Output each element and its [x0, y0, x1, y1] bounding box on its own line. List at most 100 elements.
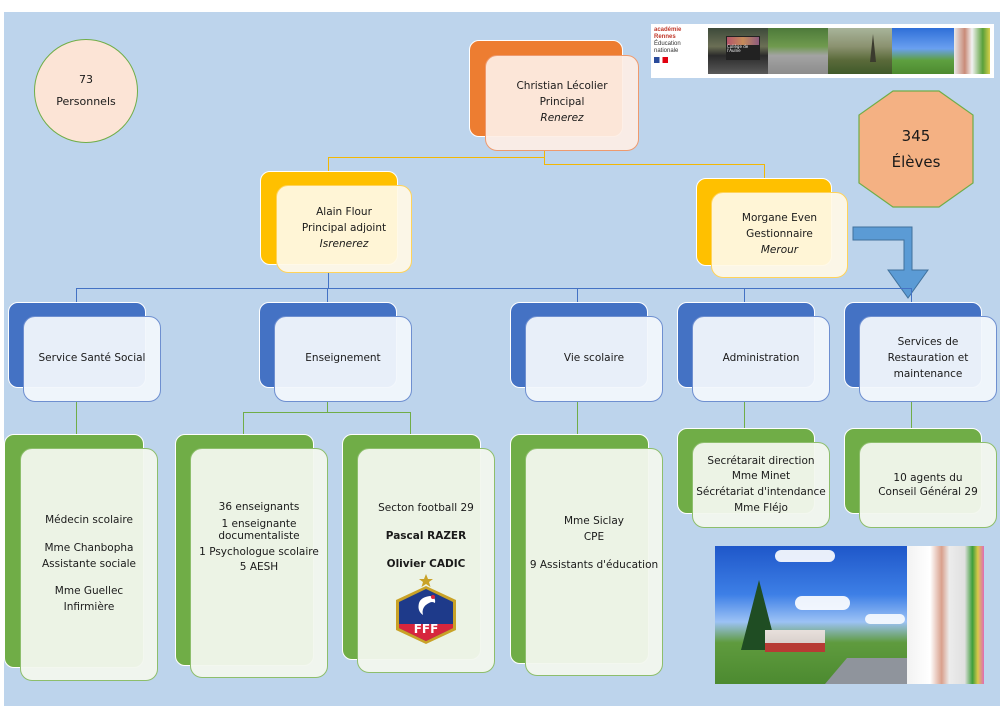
connector-dept-3: [577, 288, 578, 302]
connector-departments-h: [76, 288, 912, 289]
academie-logo: académie Rennes Éducation nationale: [654, 27, 706, 75]
college-sign: Collège de l'Aulne: [726, 36, 760, 60]
church-spire: [870, 34, 876, 62]
team-vie-scolaire-line-1: Mme Siclay: [563, 515, 624, 528]
team-enseignement-line-3: 1 Psychologue scolaire: [199, 545, 319, 558]
gestionnaire-role: Gestionnaire: [746, 228, 813, 241]
banner-photo-sign: Collège de l'Aulne: [708, 28, 768, 74]
staff-count-circle: 73 Personnels: [34, 39, 138, 143]
team-sante-line-1: Médecin scolaire: [45, 514, 133, 527]
connector-principal-down: [544, 150, 545, 164]
connector-enseignement-down: [327, 402, 328, 412]
dept-enseignement-card[interactable]: Enseignement: [274, 316, 412, 402]
octagon-shape: [858, 90, 974, 208]
school-photo: [715, 546, 984, 684]
team-football-card[interactable]: Secton football 29 Pascal RAZER Olivier …: [357, 448, 495, 673]
connector-to-adjoint-v: [328, 157, 329, 171]
connector-dept-1: [76, 288, 77, 302]
staff-count: 73: [79, 73, 93, 86]
logo-line-1: académie: [654, 27, 682, 33]
dept-restauration-card[interactable]: Services de Restauration et maintenance: [859, 316, 997, 402]
students-label-block: 345 Élèves: [857, 90, 975, 208]
team-administration-line-3: Sécrétariat d'intendance: [696, 486, 826, 498]
principal-name: Christian Lécolier: [516, 80, 608, 93]
adjoint-place: Isrenerez: [319, 237, 369, 250]
principal-role: Principal: [539, 96, 585, 109]
banner-photo-school-yard: [892, 28, 954, 74]
org-chart-canvas: 73 Personnels académie Rennes Éducation …: [4, 12, 1000, 706]
connector-administration-down: [744, 402, 745, 428]
team-vie-scolaire-line-2: CPE: [583, 531, 605, 544]
connector-enseignement-h: [243, 412, 411, 413]
main-building: [907, 546, 984, 684]
staff-label: Personnels: [56, 95, 116, 108]
logo-line-3: Éducation: [654, 40, 681, 47]
team-administration-card[interactable]: Secrétarait direction Mme Minet Sécrétar…: [692, 442, 830, 528]
dept-restauration-label: Services de Restauration et maintenance: [887, 336, 969, 380]
cloud-3: [865, 614, 905, 624]
connector-enseignants-v: [243, 412, 244, 434]
connector-to-gestion-v: [764, 164, 765, 178]
fff-rooster: [418, 596, 436, 616]
team-sante-line-4: Mme Guellec: [54, 585, 124, 598]
connector-to-adjoint-h: [328, 157, 544, 158]
students-octagon: [858, 90, 974, 208]
connector-dept-4: [744, 288, 745, 302]
fff-star-icon: [419, 574, 433, 588]
team-football-line-1: Secton football 29: [378, 502, 474, 514]
team-vie-scolaire-line-3: 9 Assistants d'éducation: [529, 558, 659, 571]
connector-to-gestion-h: [544, 164, 764, 165]
fff-logo-text: FFF: [414, 622, 439, 636]
students-label: Élèves: [891, 153, 941, 171]
connector-football-v: [410, 412, 411, 434]
banner-photo-courtyard: [768, 28, 828, 74]
dept-administration-card[interactable]: Administration: [692, 316, 830, 402]
header-banner: académie Rennes Éducation nationale Coll…: [651, 24, 994, 78]
fff-logo-icon: FFF: [396, 574, 456, 645]
connector-vie-scolaire-down: [577, 402, 578, 434]
dept-sante-label: Service Santé Social: [38, 352, 146, 365]
adjoint-card[interactable]: Alain Flour Principal adjoint Isrenerez: [276, 185, 412, 273]
team-enseignement-line-2: 1 enseignante documentaliste: [218, 517, 300, 543]
logo-line-4: nationale: [654, 47, 679, 54]
team-administration-line-1: Secrétarait direction: [707, 454, 815, 467]
school-wing-building: [765, 630, 825, 652]
adjoint-role: Principal adjoint: [301, 222, 387, 235]
team-vie-scolaire-card[interactable]: Mme Siclay CPE 9 Assistants d'éducation: [525, 448, 663, 676]
bent-arrow-icon: [852, 226, 929, 299]
students-count: 345: [901, 126, 931, 145]
team-enseignement-line-4: 5 AESH: [239, 561, 279, 574]
cloud-1: [775, 550, 835, 562]
cloud-2: [795, 596, 850, 610]
dept-enseignement-label: Enseignement: [305, 352, 381, 365]
gestionnaire-card[interactable]: Morgane Even Gestionnaire Merour: [711, 192, 848, 278]
connector-dept-2: [327, 288, 328, 302]
team-enseignement-card[interactable]: 36 enseignants 1 enseignante documentali…: [190, 448, 328, 678]
team-enseignement-line-1: 36 enseignants: [218, 500, 300, 513]
dept-vie-scolaire-card[interactable]: Vie scolaire: [525, 316, 663, 402]
gestionnaire-name: Morgane Even: [741, 212, 818, 225]
dept-vie-scolaire-label: Vie scolaire: [563, 352, 625, 365]
principal-card[interactable]: Christian Lécolier Principal Renerez: [485, 55, 639, 151]
team-restauration-line-1: 10 agents du Conseil Général 29: [878, 471, 978, 498]
team-sante-line-5: Infirmière: [63, 601, 115, 614]
dept-administration-label: Administration: [722, 352, 800, 365]
adjoint-name: Alain Flour: [316, 206, 372, 219]
connector-dept-5: [911, 288, 912, 302]
logo-line-2: Rennes: [654, 33, 676, 40]
team-administration-line-2: Mme Minet: [731, 470, 791, 483]
team-administration-line-4: Mme Fléjo: [734, 501, 788, 514]
marianne-flag-icon: [654, 56, 668, 63]
banner-photo-building: [954, 28, 990, 74]
team-restauration-card[interactable]: 10 agents du Conseil Général 29: [859, 442, 997, 528]
connector-adjoint-down: [328, 273, 329, 288]
team-football-line-3: Olivier CADIC: [386, 557, 466, 570]
college-sign-text: Collège de l'Aulne: [727, 44, 749, 54]
banner-photo-church: [828, 28, 892, 74]
principal-place: Renerez: [540, 111, 584, 124]
connector-restauration-down: [911, 402, 912, 428]
gestionnaire-place: Merour: [760, 243, 799, 256]
team-sante-card[interactable]: Médecin scolaire Mme Chanbopha Assistant…: [20, 448, 158, 681]
team-sante-line-3: Assistante sociale: [41, 557, 137, 570]
dept-sante-card[interactable]: Service Santé Social: [23, 316, 161, 402]
